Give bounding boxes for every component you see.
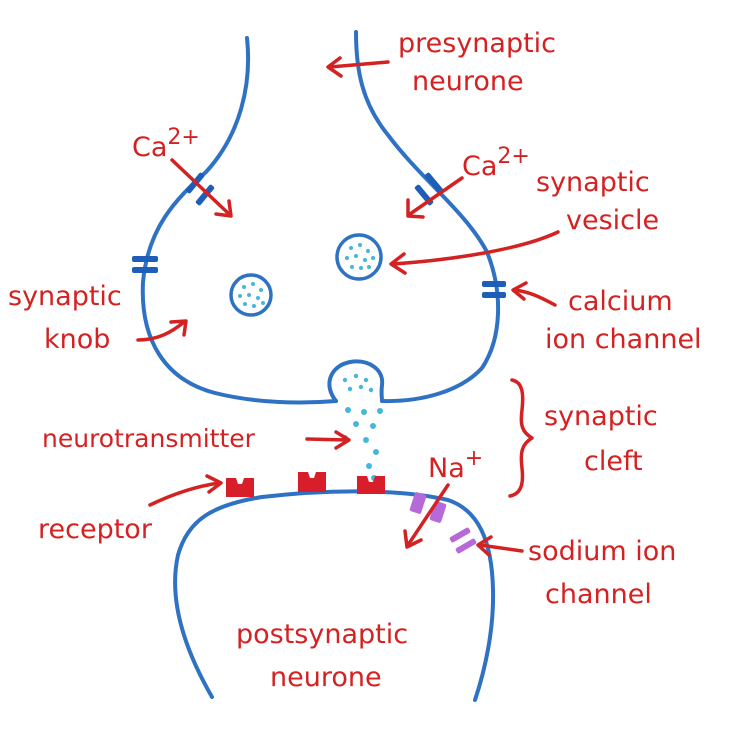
arrow-sodium-channel (476, 535, 524, 557)
sodium-ion-channel-2 (449, 527, 477, 554)
sodium-channel-label-1: sodium ion (528, 536, 676, 567)
receptor-3 (357, 476, 385, 494)
postsynaptic-label-1: postsynaptic (236, 619, 408, 650)
fusing-vesicle-contents (342, 373, 374, 393)
ca-left-label: Ca2+ (132, 125, 200, 163)
receptor-1 (226, 478, 254, 497)
na-label: Na+ (428, 446, 483, 484)
arrow-synaptic-vesicle (389, 230, 560, 275)
calcium-channel-label-2: ion channel (545, 324, 702, 355)
arrow-synaptic-knob (136, 319, 188, 342)
calcium-ion-channel-4 (482, 281, 506, 298)
neurotransmitter-molecules (342, 407, 383, 481)
calcium-ion-channel-2 (132, 256, 158, 273)
calcium-channel-label-1: calcium (568, 286, 673, 317)
arrow-receptor (148, 474, 223, 507)
fusing-vesicle (327, 359, 385, 403)
synaptic-vesicle-2 (229, 273, 273, 317)
synaptic-cleft-label-1: synaptic (544, 401, 658, 432)
arrow-ca-left (170, 158, 233, 218)
ca-right-label: Ca2+ (462, 144, 530, 182)
synaptic-knob-label-2: knob (44, 324, 110, 355)
synaptic-knob-label-1: synaptic (8, 281, 122, 312)
arrow-na (403, 483, 450, 549)
arrow-presynaptic (326, 56, 390, 78)
postsynaptic-membrane (173, 489, 496, 702)
neurotransmitter-label: neurotransmitter (42, 424, 256, 453)
presynaptic-label-1: presynaptic (398, 28, 556, 59)
arrow-calcium-channel (511, 281, 557, 307)
synaptic-vesicle-1 (335, 233, 383, 281)
sodium-channel-label-2: channel (545, 579, 652, 610)
presynaptic-label-2: neurone (412, 66, 524, 97)
arrow-ca-right (406, 176, 464, 219)
arrow-neurotransmitter (305, 430, 351, 450)
synaptic-cleft-label-2: cleft (584, 446, 643, 477)
synaptic-vesicle-label-2: vesicle (566, 205, 659, 236)
synaptic-vesicle-label-1: synaptic (536, 167, 650, 198)
postsynaptic-label-2: neurone (270, 662, 382, 693)
receptor-2 (298, 472, 326, 492)
receptor-label: receptor (38, 514, 153, 545)
synaptic-cleft-brace (508, 378, 534, 498)
